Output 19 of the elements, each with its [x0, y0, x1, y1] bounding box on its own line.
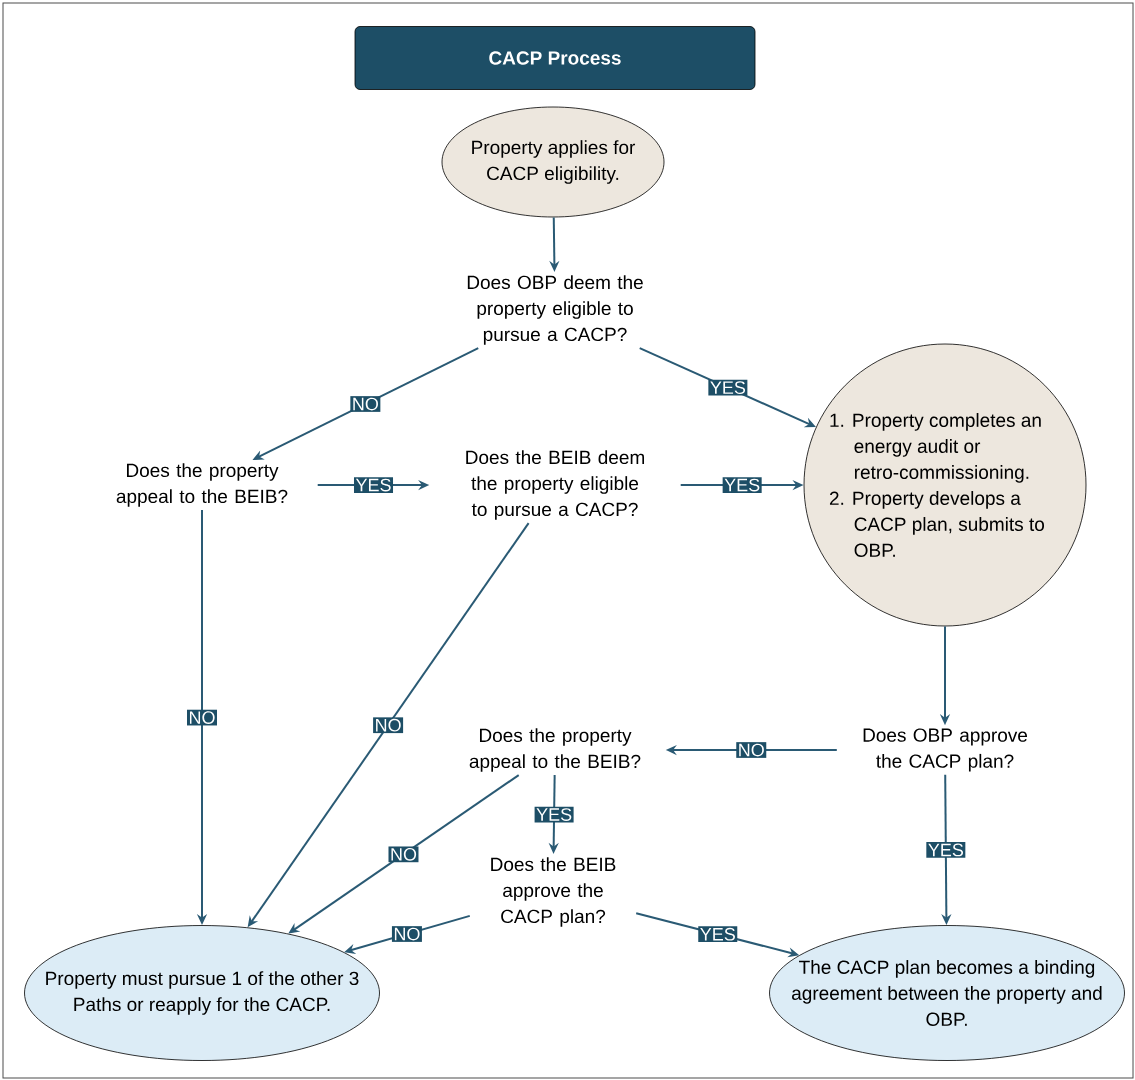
question-text: Does the property appeal to the BEIB?: [469, 728, 641, 772]
edge-label: NO: [739, 743, 764, 757]
edge-label: YES: [700, 927, 735, 941]
question-text: Does OBP approve the CACP plan?: [863, 728, 1028, 772]
question-text: Does the property appeal to the BEIB?: [116, 463, 288, 507]
edge-label: YES: [536, 808, 572, 821]
edge-label: YES: [710, 381, 746, 394]
question-text: Does the BEIB deem the property eligible to pursue a CACP?: [466, 450, 644, 520]
edge-label: NO: [391, 847, 417, 861]
edge-label: YES: [928, 843, 963, 857]
question-text: Does OBP deem the property eligible to pursue a CACP?: [467, 275, 643, 345]
title-box: CACP Process: [354, 26, 756, 90]
edge-label: NO: [394, 927, 420, 941]
edge-label: NO: [376, 718, 401, 732]
edge-label: NO: [190, 711, 215, 724]
edge-label: YES: [724, 478, 760, 492]
edge-label: YES: [355, 478, 391, 492]
edge-label: NO: [353, 397, 378, 411]
question-text: Does the BEIB approve the CACP plan?: [491, 857, 616, 927]
